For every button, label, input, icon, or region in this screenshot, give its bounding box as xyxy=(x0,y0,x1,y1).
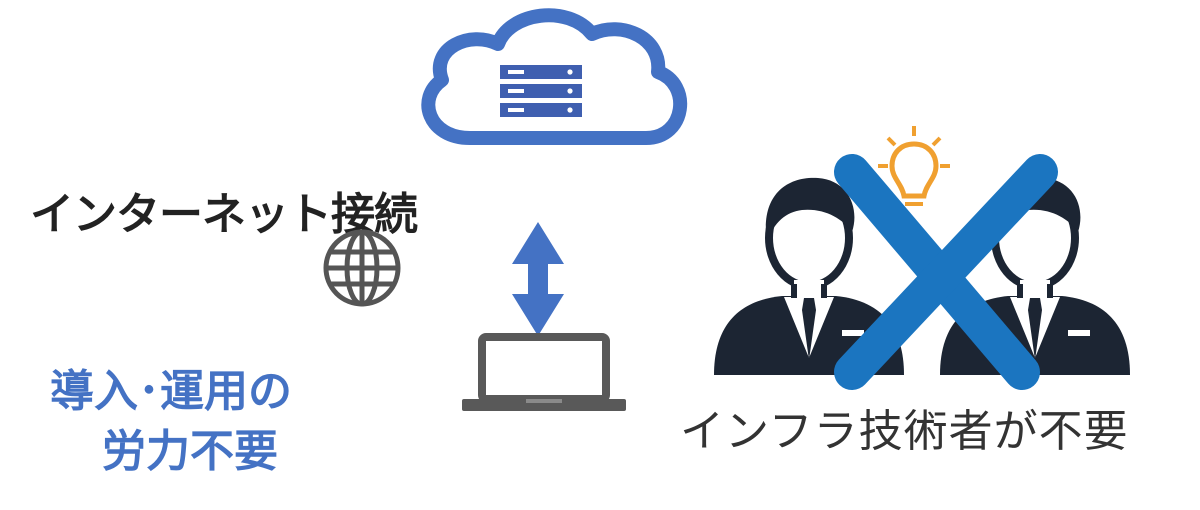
laptop-icon xyxy=(462,333,626,411)
benefit-text-line2: 労力不要 xyxy=(102,426,278,477)
cloud-icon xyxy=(421,8,688,145)
server-icon xyxy=(500,65,582,117)
no-infra-engineer-label: インフラ技術者が不要 xyxy=(680,406,1129,457)
engineers-group xyxy=(700,126,1130,390)
lightbulb-icon xyxy=(878,126,950,206)
benefit-text-line1: 導入･運用の xyxy=(50,366,292,417)
person-icon xyxy=(940,178,1130,375)
globe-icon xyxy=(323,229,401,307)
double-arrow-icon xyxy=(512,222,564,336)
cross-icon xyxy=(834,154,1058,390)
